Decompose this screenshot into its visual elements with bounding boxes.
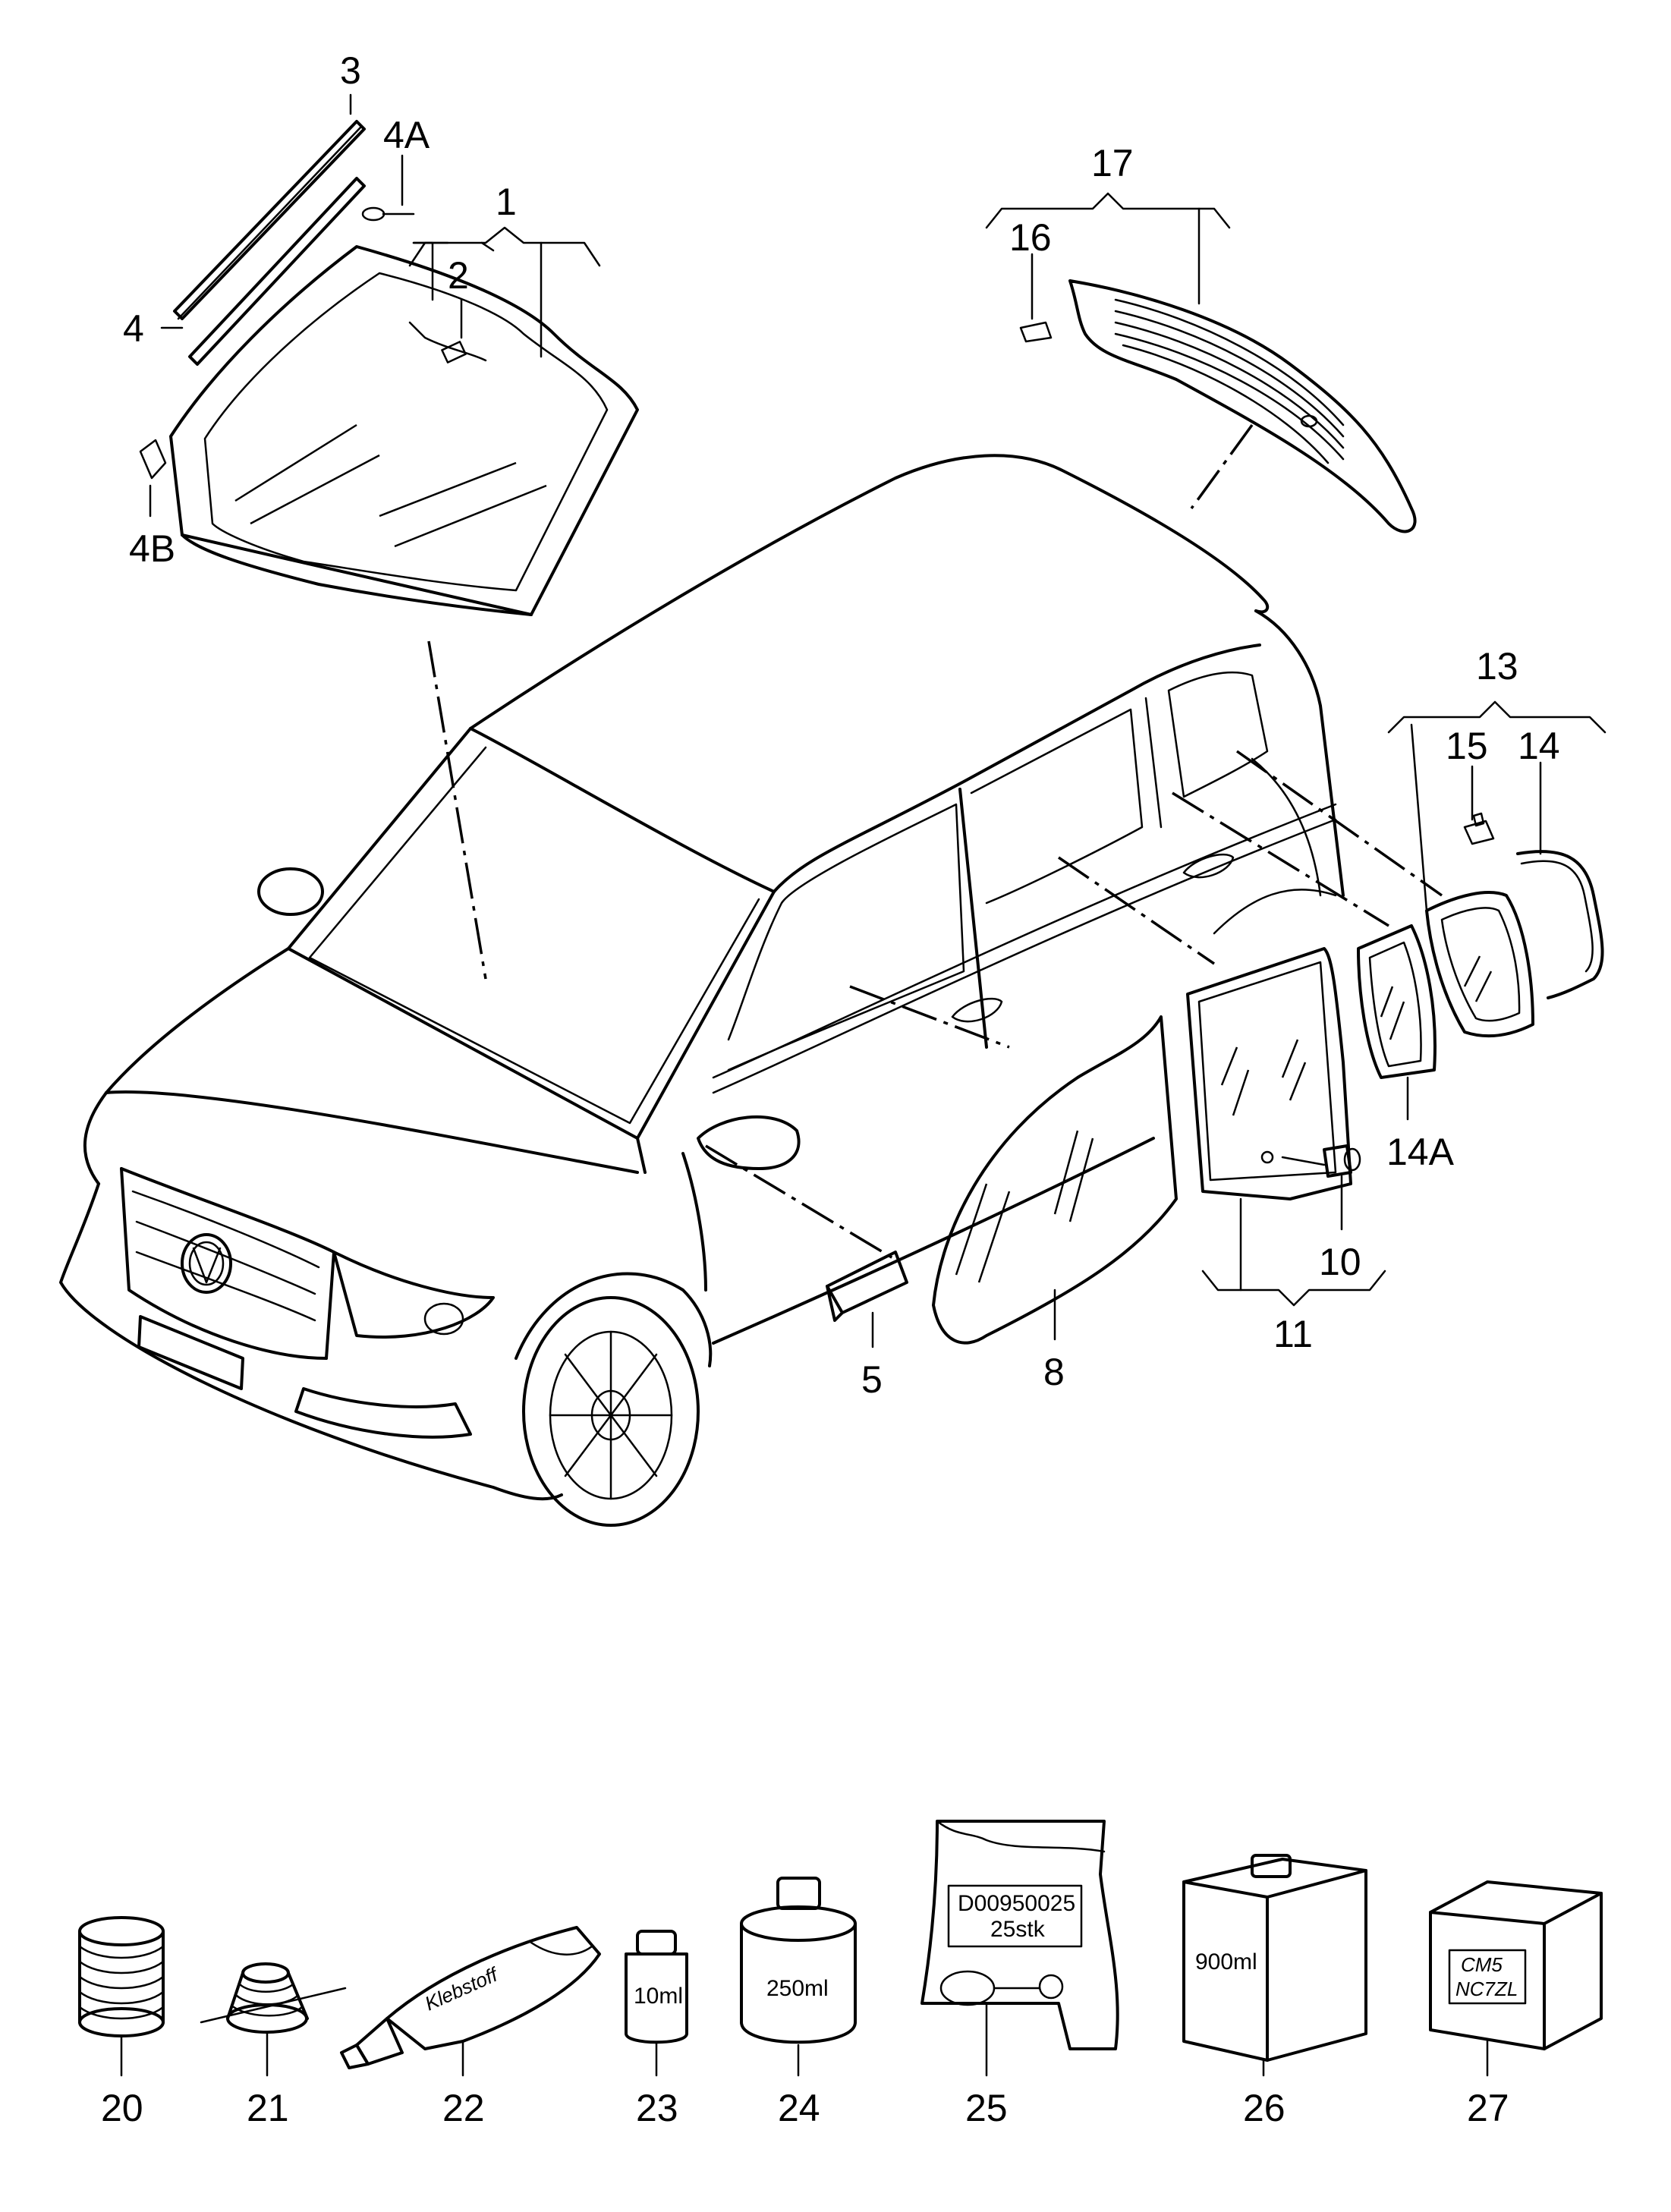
callout-4b: 4B (129, 527, 175, 570)
rear-door-glass-part (1186, 947, 1361, 1200)
cube-line-1: CM5 (1461, 1953, 1503, 1976)
callout-26: 26 (1243, 2087, 1286, 2129)
callout-11: 11 (1273, 1313, 1313, 1355)
callout-labels: 3 4A 1 2 4 4B 17 16 13 15 14 14A 10 11 8… (123, 49, 1560, 1401)
windshield-part (169, 245, 639, 616)
callout-4a: 4A (383, 114, 430, 156)
callout-17: 17 (1091, 142, 1134, 184)
callout-16: 16 (1009, 216, 1052, 259)
item-27-cube: CM5 NC7ZL (1429, 1880, 1603, 2077)
item-21-cone (200, 1962, 347, 2077)
callout-2: 2 (448, 254, 469, 297)
stop-10 (1323, 1144, 1352, 1178)
a-pillar-moldings (139, 120, 415, 480)
quarter-glass-part (1357, 924, 1437, 1079)
clip-4b (139, 439, 167, 480)
callout-21: 21 (247, 2087, 289, 2129)
clip-16 (1019, 321, 1053, 343)
vw-logo (181, 1233, 232, 1294)
sensor-pad (441, 341, 467, 363)
side-mirror (697, 1115, 801, 1170)
callout-13: 14A (1386, 1131, 1455, 1173)
callout-20: 20 (101, 2087, 143, 2129)
position-lines (427, 423, 1443, 1261)
trim-5 (826, 1251, 908, 1322)
item-20-coil (78, 1916, 165, 2077)
callout-1: 1 (496, 181, 517, 223)
box-label: 900ml (1195, 1949, 1257, 1974)
callout-15: 15 (1446, 725, 1488, 767)
item-23-bottle: 10ml (625, 1930, 688, 2077)
item-22-tube: Klebstoff (340, 1926, 601, 2077)
bag-line-2: 25stk (990, 1917, 1046, 1942)
clip-15 (1463, 812, 1495, 845)
side-window-part (1425, 812, 1604, 1038)
can-label: 250ml (766, 1976, 829, 2001)
bottom-callouts: 20 21 22 23 24 25 26 27 (101, 2087, 1509, 2129)
bag-line-1: D00950025 (958, 1891, 1075, 1916)
cube-line-2: NC7ZL (1455, 1978, 1518, 2000)
callout-25: 25 (965, 2087, 1008, 2129)
license-plate (137, 1315, 244, 1390)
headlight (332, 1251, 495, 1339)
item-24-can: 250ml (740, 1877, 857, 2077)
callout-8: 8 (1043, 1351, 1065, 1393)
item-25-bag: D00950025 25stk (920, 1820, 1119, 2077)
bottle-label: 10ml (634, 1984, 683, 2009)
callout-10: 10 (1319, 1241, 1361, 1283)
front-door-glass-part (932, 1015, 1178, 1345)
item-26-box: 900ml (1182, 1854, 1367, 2077)
callout-3: 3 (340, 49, 361, 92)
callout-22: 22 (442, 2087, 485, 2129)
callout-27: 27 (1467, 2087, 1509, 2129)
rear-window-part (1019, 279, 1417, 533)
callout-5: 5 (861, 1358, 883, 1401)
vehicle-outline (59, 454, 1345, 1527)
callout-24: 24 (778, 2087, 820, 2129)
front-wheel (522, 1296, 700, 1527)
callout-4: 4 (123, 307, 144, 350)
leaders (149, 93, 1606, 1348)
callout-23: 23 (636, 2087, 678, 2129)
callout-14: 13 (1476, 645, 1518, 688)
callout-14a: 14 (1518, 725, 1560, 767)
